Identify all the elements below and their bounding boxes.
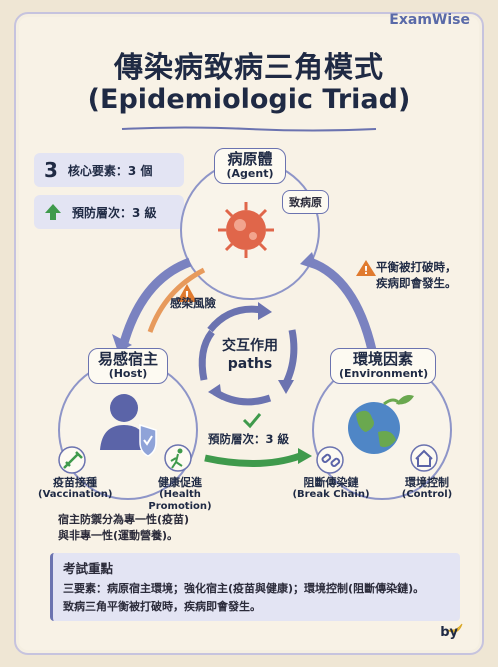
host-to-environment-arrow <box>204 452 302 467</box>
break-chain-zh: 阻斷傳染鏈 <box>303 476 359 489</box>
infection-risk-label: 感染風險 <box>170 296 216 310</box>
virus-icon <box>218 202 274 258</box>
brand-logo: ExamWise <box>389 12 470 28</box>
banana-logo-icon <box>446 623 463 633</box>
health-promotion-zh: 健康促進 <box>158 476 202 489</box>
environment-to-agent-arrow <box>308 257 377 352</box>
break-chain-en: (Break Chain) <box>292 489 370 501</box>
byline: by <box>440 625 458 640</box>
interaction-zh: 交互作用 <box>222 338 278 354</box>
exam-line-2: 致病三角平衡被打破時，疾病即會發生。 <box>63 599 261 613</box>
person-shield-icon <box>100 394 157 457</box>
control-zh: 環境控制 <box>405 476 449 489</box>
host-label-zh: 易感宿主 <box>97 350 158 368</box>
pathogen-tag: 致病原 <box>282 190 329 214</box>
check-icon <box>242 413 262 429</box>
syringe-icon <box>58 446 86 474</box>
stat-prevention-levels: 預防層次：3 級 <box>34 195 184 229</box>
host-label: 易感宿主 (Host) <box>88 348 168 384</box>
warning-icon-left: ! <box>177 284 197 303</box>
environment-label-en: (Environment) <box>339 367 429 381</box>
host-label-en: (Host) <box>108 367 148 381</box>
vaccination-label: 疫苗接種 (Vaccination) <box>38 476 112 501</box>
page-subtitle: (Epidemiologic Triad) <box>87 84 411 115</box>
exam-heading: 考試重點 <box>63 561 114 576</box>
imbalance-line-1: 平衡被打破時， <box>376 260 457 274</box>
environment-label: 環境因素 (Environment) <box>330 348 436 384</box>
control-label: 環境控制 (Control) <box>394 476 460 501</box>
agent-label-zh: 病原體 <box>227 150 273 168</box>
stat-core-number: 3 <box>44 158 58 182</box>
warning-icon-right: ! <box>356 260 376 277</box>
agent-label-en: (Agent) <box>226 167 274 181</box>
broken-chain-icon <box>316 446 344 474</box>
stat-core-text: 核心要素：3 個 <box>67 163 153 178</box>
agent-label: 病原體 (Agent) <box>214 148 286 184</box>
svg-text:!: ! <box>363 264 368 277</box>
house-icon <box>410 444 438 472</box>
page-title: 傳染病致病三角模式 <box>113 50 384 84</box>
host-to-agent-arrow <box>147 267 206 333</box>
vaccination-en: (Vaccination) <box>38 489 113 501</box>
vaccination-zh: 疫苗接種 <box>53 476 97 489</box>
running-person-icon <box>164 444 192 472</box>
control-en: (Control) <box>401 489 453 501</box>
earth-icon <box>348 395 414 454</box>
agent-to-host-arrow <box>117 257 192 352</box>
break-chain-label: 阻斷傳染鏈 (Break Chain) <box>290 476 372 501</box>
imbalance-label: 平衡被打破時， 疾病即會發生。 <box>376 260 457 291</box>
arrow-up-icon <box>45 204 61 220</box>
host-note-line-2: 與非專一性(運動營養)。 <box>58 528 179 542</box>
interaction-center-label: 交互作用 paths <box>214 337 286 373</box>
prevention-levels-label: 預防層次：3 級 <box>208 432 290 446</box>
title-underline <box>121 126 377 132</box>
host-defense-note: 宿主防禦分為專一性(疫苗) 與非專一性(運動營養)。 <box>58 512 189 544</box>
exam-key-points-box: 考試重點 三要素：病原宿主環境；強化宿主(疫苗與健康)；環境控制(阻斷傳染鏈)。… <box>50 553 460 621</box>
interaction-en: paths <box>227 356 273 373</box>
stat-core-elements: 3 核心要素：3 個 <box>34 153 184 187</box>
exam-line-1: 三要素：病原宿主環境；強化宿主(疫苗與健康)；環境控制(阻斷傳染鏈)。 <box>63 582 425 595</box>
infographic-card <box>14 12 484 655</box>
health-promotion-label: 健康促進 (Health Promotion) <box>130 476 230 513</box>
imbalance-line-2: 疾病即會發生。 <box>376 275 457 290</box>
health-promotion-en: (Health Promotion) <box>148 489 212 513</box>
svg-text:!: ! <box>184 289 189 303</box>
host-note-line-1: 宿主防禦分為專一性(疫苗) <box>58 513 190 526</box>
stat-prevention-text: 預防層次：3 級 <box>72 205 157 220</box>
environment-label-zh: 環境因素 <box>352 350 413 368</box>
